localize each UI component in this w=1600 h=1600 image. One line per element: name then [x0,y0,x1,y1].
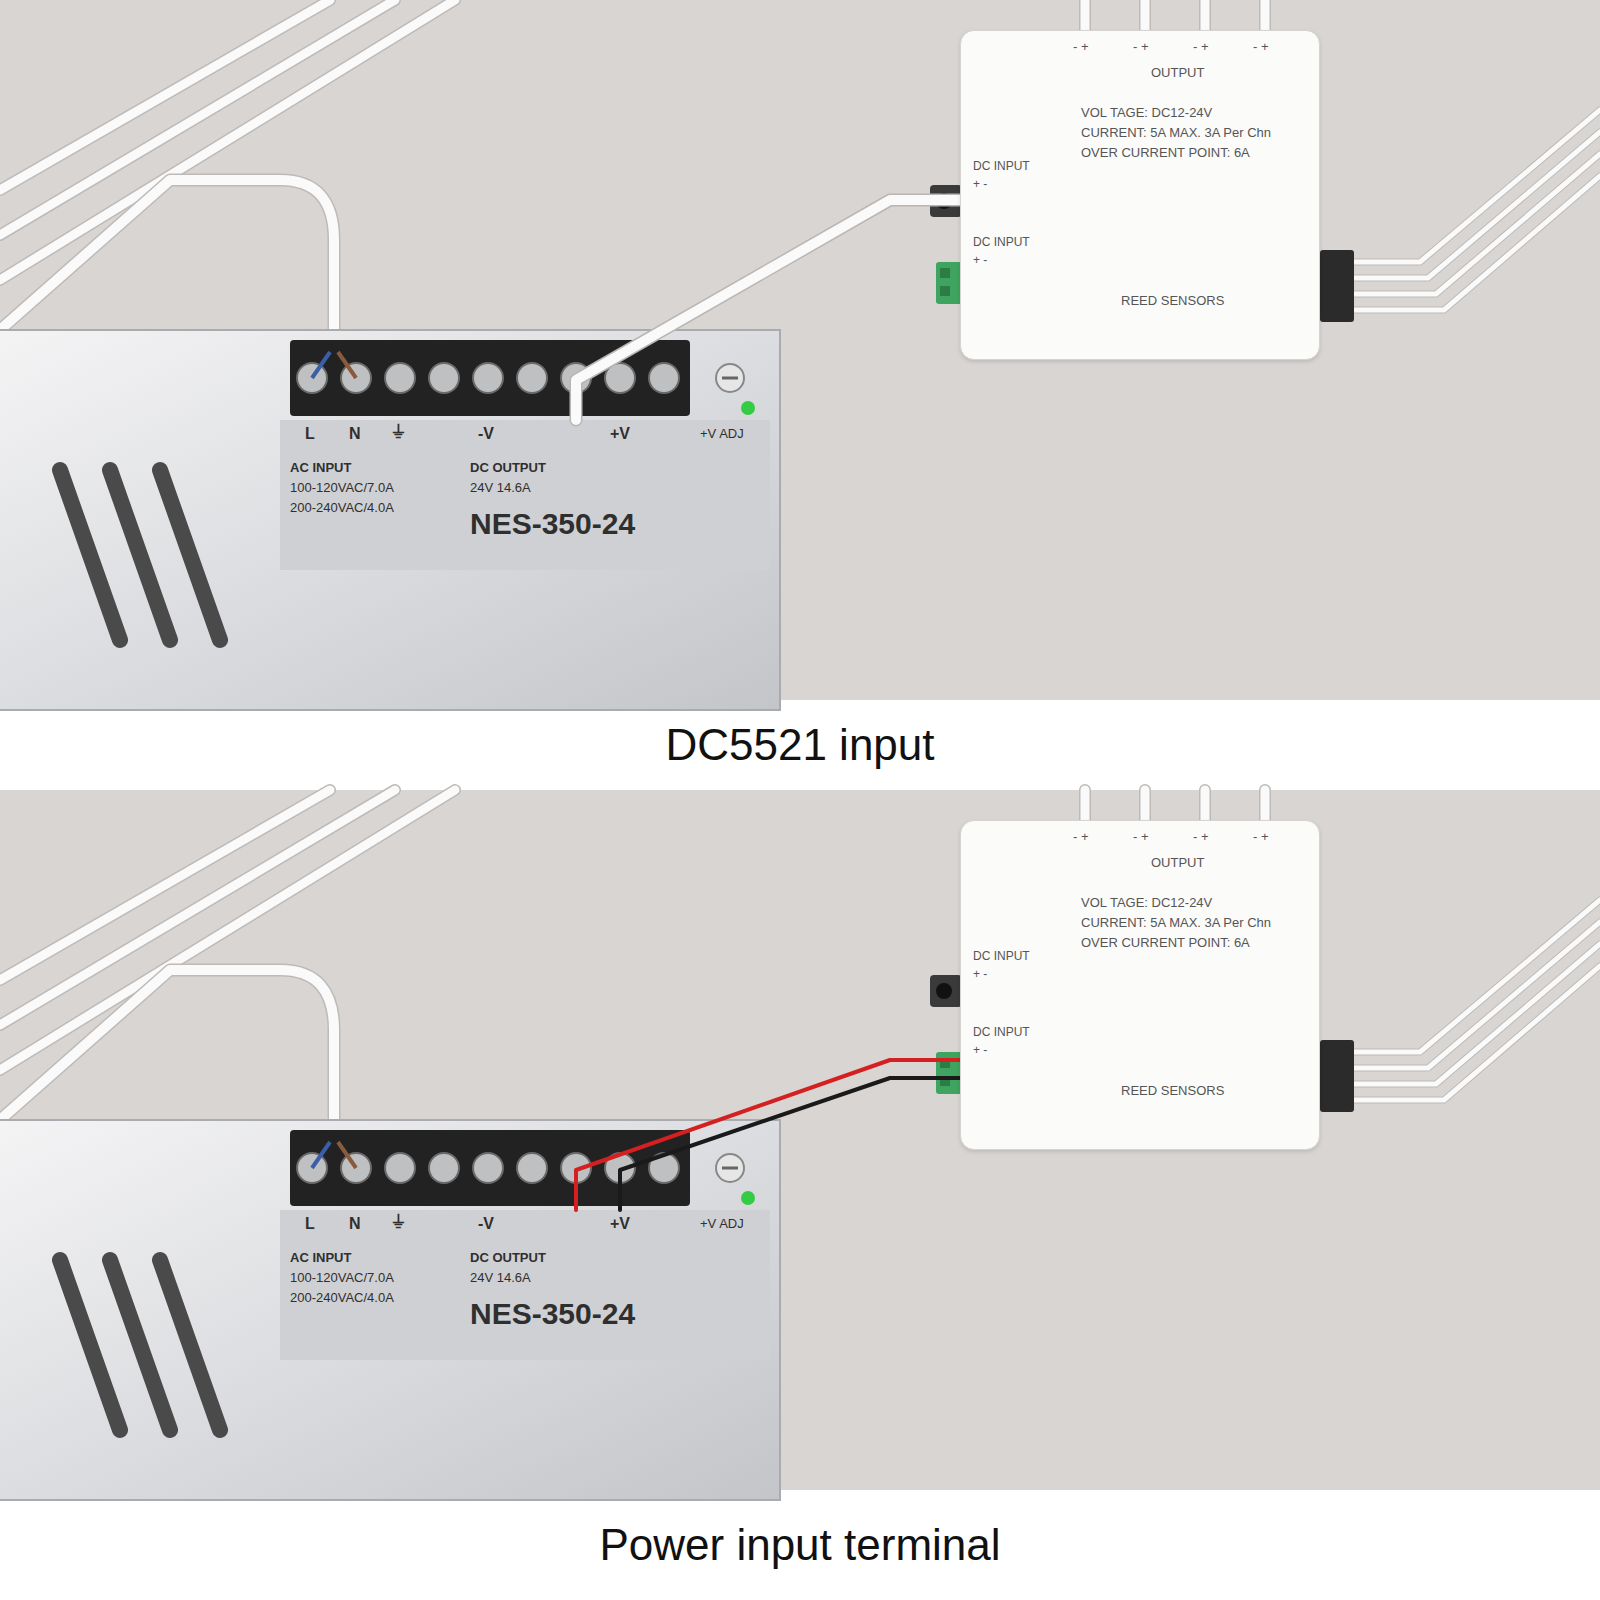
controller-label-text: OUTPUT [1151,65,1204,81]
psu-label-text: DC OUTPUT [470,1250,546,1266]
controller-label-text: REED SENSORS [1121,293,1224,309]
psu-label-text: NES-350-24 [470,506,635,542]
psu-label-text: +V ADJ [700,426,744,442]
controller-label-text: - + [1073,829,1089,845]
caption-text: DC5521 input [0,700,1600,790]
power-supply: L N ⏚ -V +V +V ADJ AC INPUT 100-120VAC/7.0A 200-… [0,1210,780,1490]
psu-label-text: 100-120VAC/7.0A [290,1270,394,1286]
psu-label-text: ⏚ [392,1212,405,1234]
controller-label-text: + - [973,253,987,267]
controller-box: - +- +- +- +OUTPUTVOL TAGE: DC12-24VCURR… [960,820,1320,1150]
controller-label-text: DC INPUT [973,949,1030,963]
power-supply: L N ⏚ -V +V +V ADJ AC INPUT 100-120VAC/7.0A 200-… [0,420,780,700]
psu-label-text: +V [610,1214,630,1233]
controller-label-text: CURRENT: 5A MAX. 3A Per Chn [1081,125,1271,141]
psu-label-text: NES-350-24 [470,1296,635,1332]
controller-label-text: - + [1133,39,1149,55]
psu-label-text: N [349,424,361,443]
psu-label-text: -V [478,1214,494,1233]
black-wire [620,1078,960,1210]
controller-label-text: VOL TAGE: DC12-24V [1081,105,1212,121]
red-wire [576,1060,960,1210]
psu-label-text: DC OUTPUT [470,460,546,476]
psu-label-text: 100-120VAC/7.0A [290,480,394,496]
psu-label-text: 24V 14.6A [470,480,531,496]
controller-label-text: DC INPUT [973,1025,1030,1039]
controller-label-text: DC INPUT [973,235,1030,249]
psu-label-text: +V [610,424,630,443]
cable-core [576,200,960,420]
psu-label-text: L [305,424,315,443]
controller-label-text: - + [1193,39,1209,55]
controller-label-text: OUTPUT [1151,855,1204,871]
controller-label-text: REED SENSORS [1121,1083,1224,1099]
controller-label-text: - + [1253,829,1269,845]
psu-label-text: ⏚ [392,422,405,444]
psu-label-text: -V [478,424,494,443]
psu-label-text: 200-240VAC/4.0A [290,500,394,516]
psu-label-text: N [349,1214,361,1233]
panel-bottom [0,790,1600,1500]
psu-label-text: AC INPUT [290,460,351,476]
psu-label-text: 24V 14.6A [470,1270,531,1286]
controller-label-text: - + [1073,39,1089,55]
red-black-wire [576,1060,960,1210]
psu-label-text: 200-240VAC/4.0A [290,1290,394,1306]
controller-label-text: - + [1133,829,1149,845]
controller-label-text: + - [973,967,987,981]
controller-label-text: - + [1253,39,1269,55]
dc-cable [576,200,960,420]
controller-label-text: OVER CURRENT POINT: 6A [1081,145,1250,161]
controller-label-text: + - [973,177,987,191]
controller-label-text: OVER CURRENT POINT: 6A [1081,935,1250,951]
psu-label-text: L [305,1214,315,1233]
psu-label-text: +V ADJ [700,1216,744,1232]
cable-outline [576,200,960,420]
controller-box: - +- +- +- +OUTPUTVOL TAGE: DC12-24VCURR… [960,30,1320,360]
controller-label-text: CURRENT: 5A MAX. 3A Per Chn [1081,915,1271,931]
controller-label-text: DC INPUT [973,159,1030,173]
controller-label-text: - + [1193,829,1209,845]
controller-label-text: VOL TAGE: DC12-24V [1081,895,1212,911]
controller-label-text: + - [973,1043,987,1057]
panel-top [0,0,1600,710]
psu-label-text: AC INPUT [290,1250,351,1266]
caption-text: Power input terminal [0,1490,1600,1600]
